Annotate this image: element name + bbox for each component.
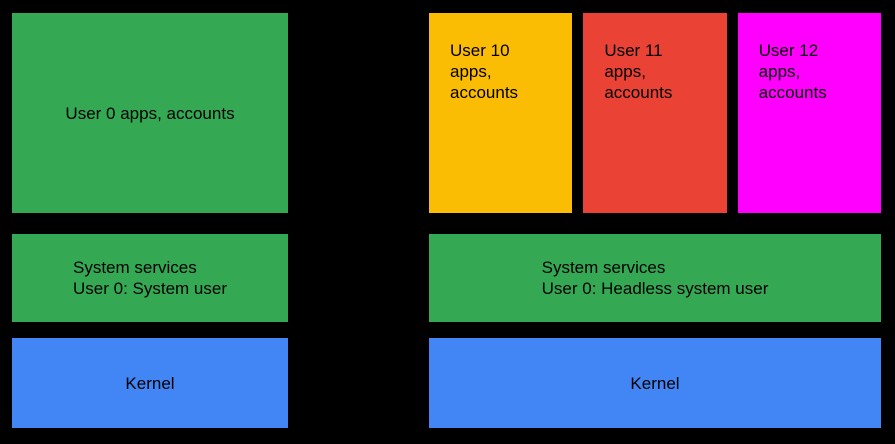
user0-apps-label: User 0 apps, accounts xyxy=(65,103,235,123)
user12-apps-line3: accounts xyxy=(758,83,827,102)
kernel-label-left: Kernel xyxy=(125,373,175,393)
user11-apps-line3: accounts xyxy=(604,83,673,102)
system-services-box-right: System services User 0: Headless system … xyxy=(429,234,881,322)
user0-apps-box: User 0 apps, accounts xyxy=(12,13,288,213)
kernel-label-right: Kernel xyxy=(630,373,680,393)
user11-apps-line1: User 11 xyxy=(604,41,663,60)
kernel-box-left: Kernel xyxy=(12,338,288,428)
user11-apps-line2: apps, xyxy=(604,62,646,81)
secondary-users-row: User 10 apps, accounts User 11 apps, acc… xyxy=(429,13,881,213)
user12-apps-line2: apps, xyxy=(758,62,801,81)
kernel-box-right: Kernel xyxy=(429,338,881,428)
system-services-box-left: System services User 0: System user xyxy=(12,234,288,322)
system-services-line2-left: User 0: System user xyxy=(73,279,227,298)
system-services-line2-right: User 0: Headless system user xyxy=(541,279,769,298)
user11-apps-box: User 11 apps, accounts xyxy=(583,13,727,213)
system-services-text-right: System services User 0: Headless system … xyxy=(542,257,769,299)
user10-apps-line1: User 10 xyxy=(450,41,510,60)
user12-apps-line1: User 12 xyxy=(758,41,819,60)
system-services-line1-right: System services xyxy=(541,258,666,277)
user12-apps-box: User 12 apps, accounts xyxy=(737,13,881,213)
user10-apps-line2: apps, xyxy=(450,62,492,81)
user10-apps-box: User 10 apps, accounts xyxy=(429,13,573,213)
system-services-line1-left: System services xyxy=(73,258,197,277)
system-services-text-left: System services User 0: System user xyxy=(73,257,227,299)
user10-apps-line3: accounts xyxy=(450,83,519,102)
